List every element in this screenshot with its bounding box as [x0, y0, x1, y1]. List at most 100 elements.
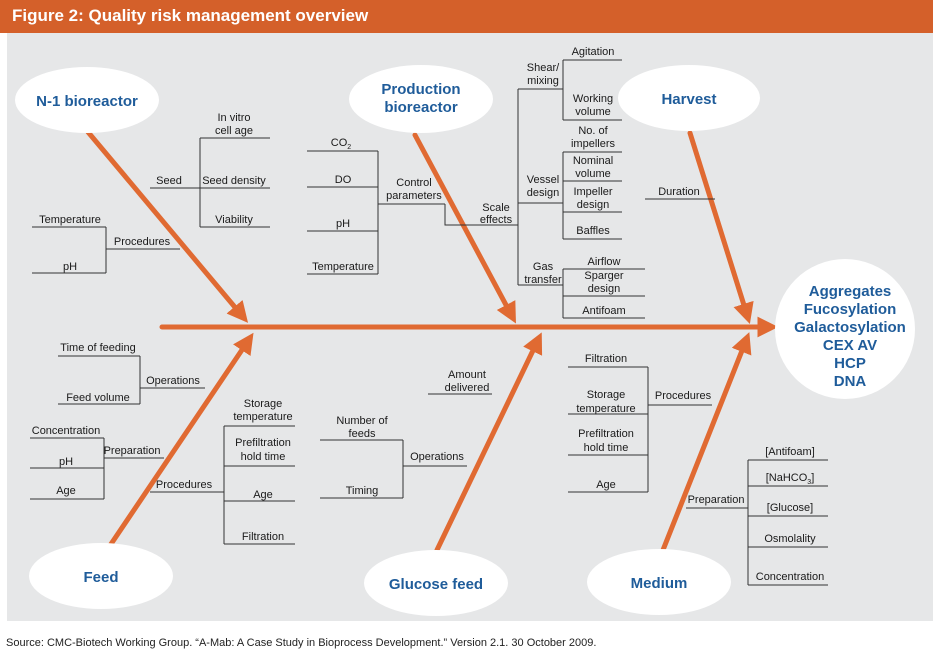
timing-label: Timing [346, 485, 379, 497]
source-citation: Source: CMC-Biotech Working Group. “A-Ma… [6, 637, 597, 649]
amount-delivered-label: Amount [448, 369, 486, 381]
n1-bioreactor-ellipse [15, 67, 159, 133]
nominal-volume-label: volume [575, 168, 610, 180]
outcome-item: Aggregates [809, 283, 892, 300]
harvest-arrow [687, 130, 754, 325]
feed-preparation-label: Preparation [104, 445, 161, 457]
feed-ph-label: pH [59, 456, 73, 468]
prod-ph-label: pH [336, 218, 350, 230]
feed-procedures-label: Procedures [156, 479, 213, 491]
medium-procedures-label: Procedures [655, 390, 712, 402]
control-parameters-label: parameters [386, 190, 442, 202]
gas-transfer-label: transfer [524, 274, 562, 286]
medium-storage-temperature-label: Storage [587, 389, 626, 401]
in-vitro-cell-age-label: cell age [215, 125, 253, 137]
feed-title: Feed [83, 569, 118, 586]
glucose-feed-ellipse [364, 550, 508, 616]
feed-ellipse [29, 543, 173, 609]
n1-ph-label: pH [63, 261, 77, 273]
outcome-item: DNA [834, 373, 867, 390]
feed-prefiltration-label: Prefiltration [235, 437, 291, 449]
n1-arrow [85, 129, 249, 323]
working-volume-label: Working [573, 93, 613, 105]
glucose-conc-label: [Glucose] [767, 502, 813, 514]
production-bioreactor-title: bioreactor [384, 99, 458, 116]
agitation-label: Agitation [572, 46, 615, 58]
n1-procedures-label: Procedures [114, 236, 171, 248]
co2-label: CO2 [331, 137, 352, 151]
airflow-label: Airflow [587, 256, 620, 268]
nahco3-label: [NaHCO3] [766, 472, 815, 486]
in-vitro-cell-age-label: In vitro [217, 112, 250, 124]
vessel-design-label: Vessel [527, 174, 559, 186]
control-parameters-label: Control [396, 177, 431, 189]
shear-mixing-label: mixing [527, 75, 559, 87]
glucose-arrow [434, 332, 543, 553]
gas-transfer-label: Gas [533, 261, 554, 273]
feed-age-label: Age [56, 485, 76, 497]
medium-ellipse [587, 549, 731, 615]
do-label: DO [335, 174, 352, 186]
medium-concentration-label: Concentration [756, 571, 825, 583]
figure-header: Figure 2: Quality risk management overvi… [0, 0, 933, 33]
harvest-title: Harvest [661, 91, 716, 108]
impeller-design-label: design [577, 199, 609, 211]
glucose-operations-label: Operations [410, 451, 464, 463]
medium-preparation-label: Preparation [688, 494, 745, 506]
n1-bioreactor-title: N-1 bioreactor [36, 93, 138, 110]
no-impellers-label: impellers [571, 138, 616, 150]
outcome-circle [775, 259, 915, 399]
prod-temperature-label: Temperature [312, 261, 374, 273]
viability-label: Viability [215, 214, 253, 226]
seed-density-label: Seed density [202, 175, 266, 187]
scale-effects-label: Scale [482, 202, 510, 214]
outcome-list: Aggregates Fucosylation Galactosylation … [794, 283, 906, 390]
feed-filtration-label: Filtration [242, 531, 284, 543]
outcome-item: CEX AV [823, 337, 877, 354]
figure-title: Figure 2: Quality risk management overvi… [12, 6, 369, 25]
seed-label: Seed [156, 175, 182, 187]
nominal-volume-label: Nominal [573, 155, 613, 167]
no-impellers-label: No. of [578, 125, 608, 137]
feed-operations-label: Operations [146, 375, 200, 387]
sparger-design-label: Sparger [584, 270, 623, 282]
shear-mixing-label: Shear/ [527, 62, 560, 74]
medium-filtration-label: Filtration [585, 353, 627, 365]
baffles-label: Baffles [576, 225, 610, 237]
bracket-lines [30, 59, 828, 586]
feed-storage-temperature-label: temperature [233, 411, 292, 423]
production-bioreactor-ellipse [349, 65, 493, 133]
feed-age2-label: Age [253, 489, 273, 501]
amount-delivered-label: delivered [445, 382, 490, 394]
harvest-ellipse [618, 65, 760, 131]
medium-prefiltration-label: hold time [584, 442, 629, 454]
feed-storage-temperature-label: Storage [244, 398, 283, 410]
feed-concentration-label: Concentration [32, 425, 101, 437]
working-volume-label: volume [575, 106, 610, 118]
number-of-feeds-label: feeds [349, 428, 376, 440]
glucose-feed-title: Glucose feed [389, 576, 483, 593]
n1-temperature-label: Temperature [39, 214, 101, 226]
duration-label: Duration [658, 186, 700, 198]
outcome-item: Galactosylation [794, 319, 906, 336]
impeller-design-label: Impeller [573, 186, 612, 198]
number-of-feeds-label: Number of [336, 415, 388, 427]
production-bioreactor-title: Production [381, 81, 460, 98]
medium-title: Medium [631, 575, 688, 592]
scale-effects-label: effects [480, 214, 513, 226]
outcome-item: HCP [834, 355, 866, 372]
medium-prefiltration-label: Prefiltration [578, 428, 634, 440]
feed-prefiltration-label: hold time [241, 451, 286, 463]
medium-arrow [660, 332, 752, 553]
osmolality-label: Osmolality [764, 533, 816, 545]
medium-antifoam-label: [Antifoam] [765, 446, 815, 458]
feed-volume-label: Feed volume [66, 392, 130, 404]
prod-antifoam-label: Antifoam [582, 305, 625, 317]
medium-storage-temperature-label: temperature [576, 403, 635, 415]
production-arrow [412, 132, 516, 324]
feed-arrow [104, 332, 254, 553]
vessel-design-label: design [527, 187, 559, 199]
time-of-feeding-label: Time of feeding [60, 342, 135, 354]
medium-age-label: Age [596, 479, 616, 491]
